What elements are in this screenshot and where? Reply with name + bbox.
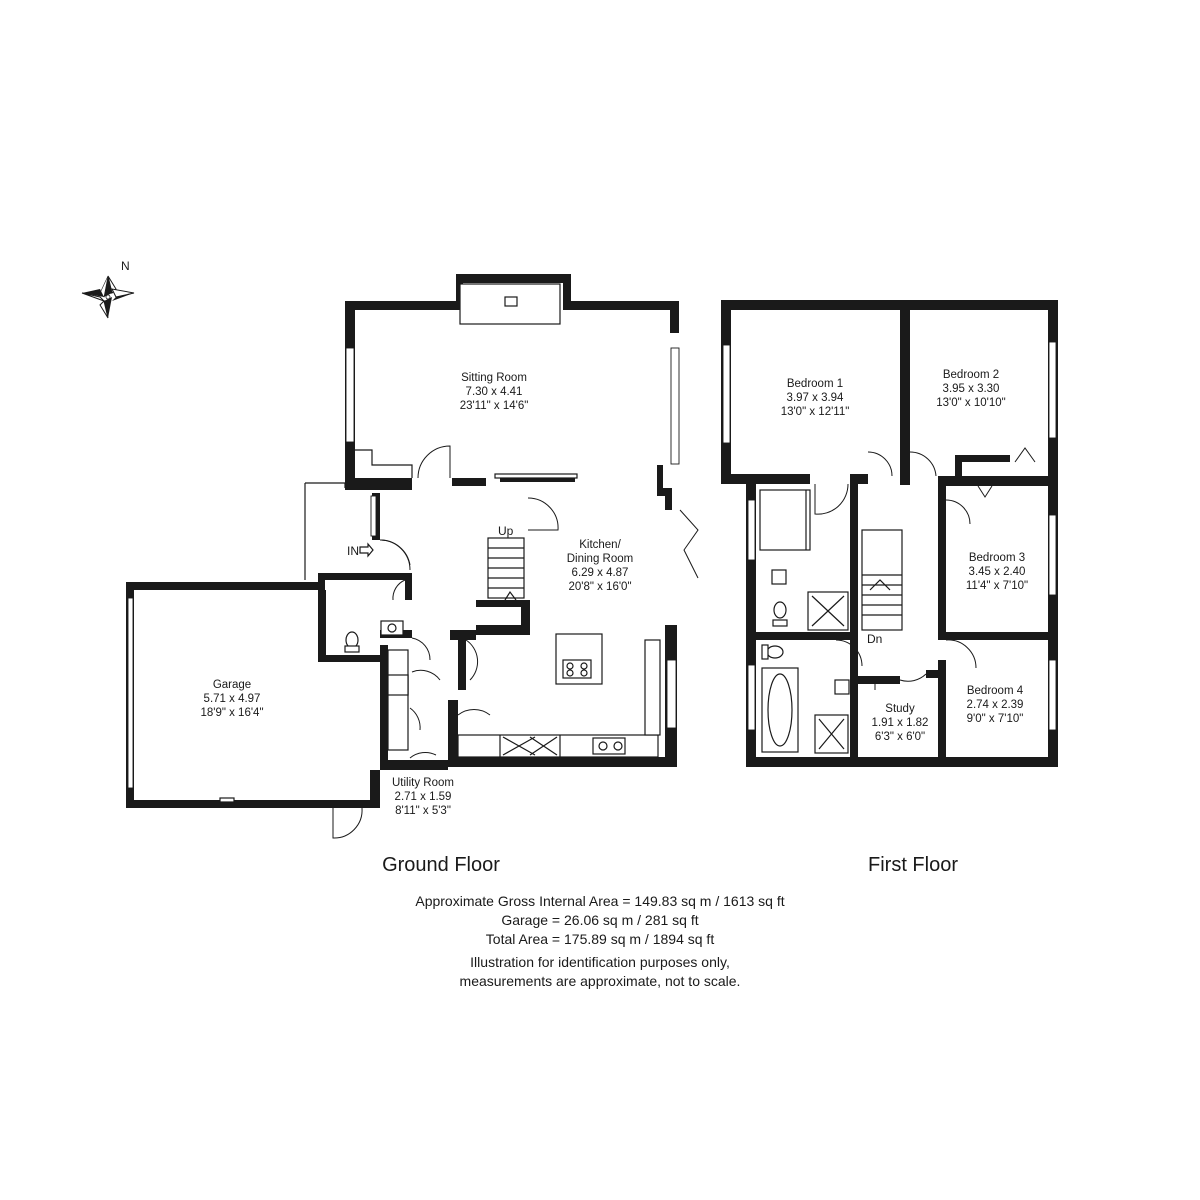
garage-metric: 5.71 x 4.97 — [204, 693, 261, 705]
bedroom1-imperial: 13'0" x 12'11" — [781, 406, 850, 418]
bedroom4-imperial: 9'0" x 7'10" — [967, 713, 1024, 725]
disclaimer-line1: Illustration for identification purposes… — [470, 954, 730, 970]
sitting-room-metric: 7.30 x 4.41 — [466, 386, 523, 398]
kitchen-name-line2: Dining Room — [567, 553, 633, 565]
stairs-down-label: Dn — [867, 632, 882, 646]
kitchen-imperial: 20'8" x 16'0" — [568, 581, 631, 593]
ground-floor-plan — [126, 274, 699, 839]
gross-area-text: Approximate Gross Internal Area = 149.83… — [415, 893, 784, 909]
bedroom1-metric: 3.97 x 3.94 — [787, 392, 845, 404]
bedroom4-metric: 2.74 x 2.39 — [967, 699, 1024, 711]
total-area-text: Total Area = 175.89 sq m / 1894 sq ft — [486, 931, 715, 947]
sitting-room-imperial: 23'11" x 14'6" — [460, 400, 529, 412]
bedroom3-name: Bedroom 3 — [969, 552, 1025, 564]
garage-area-text: Garage = 26.06 sq m / 281 sq ft — [501, 912, 698, 928]
bedroom3-imperial: 11'4" x 7'10" — [966, 580, 1028, 592]
first-floor-plan — [721, 300, 1058, 767]
utility-room-metric: 2.71 x 1.59 — [395, 791, 452, 803]
compass-north-label: N — [121, 259, 130, 273]
disclaimer-line2: measurements are approximate, not to sca… — [460, 973, 741, 989]
first-floor-title: First Floor — [868, 854, 958, 876]
garage-name: Garage — [213, 679, 251, 691]
sitting-room-name: Sitting Room — [461, 372, 527, 384]
bedroom4-name: Bedroom 4 — [967, 685, 1024, 697]
compass-rose-icon — [81, 275, 135, 319]
study-name: Study — [885, 703, 915, 715]
garage-imperial: 18'9" x 16'4" — [200, 707, 263, 719]
study-imperial: 6'3" x 6'0" — [875, 731, 925, 743]
bedroom3-metric: 3.45 x 2.40 — [969, 566, 1026, 578]
utility-room-name: Utility Room — [392, 777, 454, 789]
kitchen-name-line1: Kitchen/ — [579, 539, 621, 551]
utility-room-imperial: 8'11" x 5'3" — [395, 805, 451, 817]
stairs-up-label: Up — [498, 524, 514, 538]
bedroom2-imperial: 13'0" x 10'10" — [936, 397, 1005, 409]
bedroom1-name: Bedroom 1 — [787, 378, 843, 390]
bedroom2-name: Bedroom 2 — [943, 369, 999, 381]
bedroom2-metric: 3.95 x 3.30 — [943, 383, 1000, 395]
kitchen-metric: 6.29 x 4.87 — [572, 567, 629, 579]
entrance-label: IN — [347, 544, 359, 558]
ground-floor-title: Ground Floor — [382, 854, 500, 876]
study-metric: 1.91 x 1.82 — [872, 717, 929, 729]
